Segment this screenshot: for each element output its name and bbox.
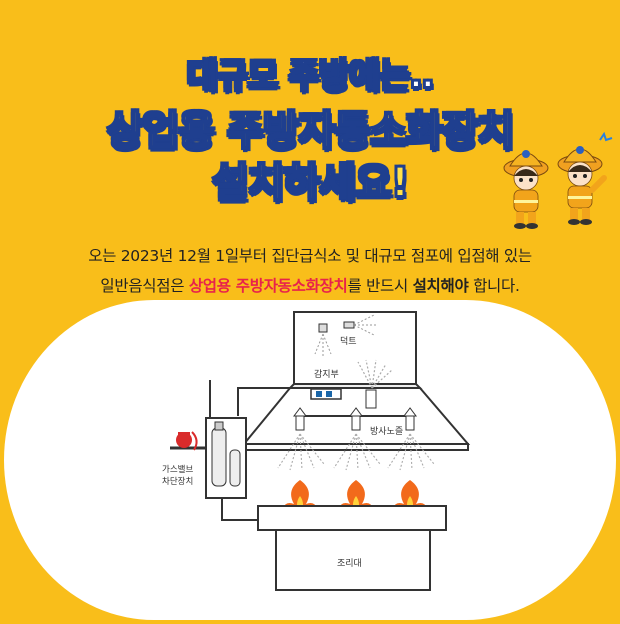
- description-line-1: 오는 2023년 12월 1일부터 집단급식소 및 대규모 점포에 입점해 있는: [88, 247, 532, 265]
- gas-valve-shutoff: [170, 431, 206, 451]
- firefighter-mascot-left: [503, 150, 549, 229]
- emphasized-requirement: 설치해야: [412, 277, 469, 295]
- spray-nozzle: [349, 407, 363, 431]
- duct-label: 덕트: [340, 336, 357, 347]
- gas-valve-label: 차단장치: [162, 476, 193, 487]
- headline-line-1: 대규모 주방에는..: [186, 55, 436, 97]
- headline-line-3: 설치하세요!: [211, 159, 410, 207]
- spray-nozzle: [293, 407, 307, 431]
- detector-label: 감지부: [314, 368, 339, 380]
- description-text: 를 반드시: [347, 277, 413, 295]
- detector: [310, 388, 342, 400]
- description-line-2: 일반음식점은 상업용 주방자동소화장치를 반드시 설치해야 합니다.: [0, 274, 620, 296]
- stove-label: 조리대: [337, 558, 362, 569]
- extinguisher-cabinet: [205, 417, 247, 499]
- spray-nozzle: [403, 407, 417, 431]
- nozzle-label: 방사노즐: [370, 426, 403, 437]
- description-text: 일반음식점은: [100, 277, 189, 295]
- firefighter-mascot-right: [557, 132, 613, 225]
- gas-valve-label: 가스밸브: [162, 464, 193, 475]
- duct: [293, 311, 417, 385]
- spray-pattern: [277, 433, 435, 471]
- headline-line-2: 상업용 주방자동소화장치: [106, 107, 516, 155]
- highlighted-device-name: 상업용 주방자동소화장치: [188, 277, 348, 295]
- kitchen-fire-suppression-diagram: 덕트 감지부 방사노즐: [162, 311, 471, 591]
- description-text: 합니다.: [468, 277, 520, 295]
- firefighter-mascots: [503, 132, 613, 229]
- cooking-stove: [257, 505, 447, 591]
